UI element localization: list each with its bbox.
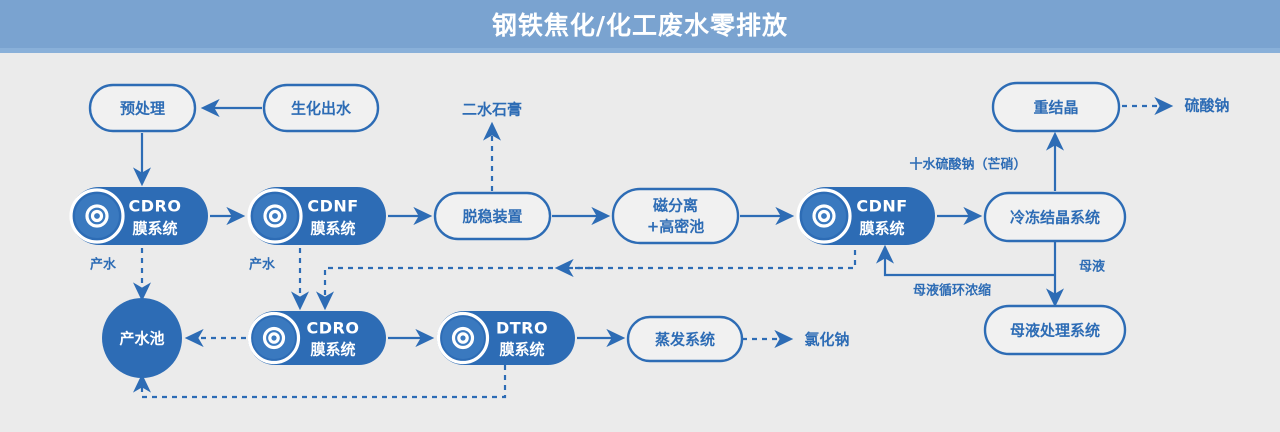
node-bio-effluent[interactable]: 生化出水 (262, 83, 380, 133)
node-mother-liquor-treatment-shape (983, 304, 1127, 356)
node-product-water-pool-shape (102, 298, 182, 378)
edge-label-product-water-1: 产水 (90, 257, 117, 273)
terminal-gypsum-label: 二水石膏 (462, 101, 522, 119)
edge-label-recirculation: 母液循环浓缩 (913, 283, 991, 299)
terminal-labels: 二水石膏 硫酸钠 氯化钠 (462, 97, 1230, 349)
node-pretreat-shape (88, 83, 197, 133)
membrane-disc-icon (247, 311, 301, 365)
node-dtro-membrane[interactable]: DTRO 膜系统 (436, 311, 575, 365)
node-product-water-pool[interactable]: 产水池 (102, 298, 182, 378)
node-pretreat[interactable]: 预处理 (88, 83, 197, 133)
flowchart-canvas: 预处理 生化出水 CDRO 膜系统 (0, 53, 1280, 432)
edges-dashed (132, 96, 1174, 399)
node-cdro-membrane-2[interactable]: CDRO 膜系统 (247, 311, 386, 365)
node-bio-effluent-shape (262, 83, 380, 133)
membrane-disc-icon (796, 188, 852, 244)
node-cdro-membrane-1-sublabel: 膜系统 (132, 220, 177, 238)
node-destabilizer[interactable]: 脱稳装置 (433, 191, 552, 241)
node-freeze-crystallization[interactable]: 冷冻结晶系统 (983, 191, 1127, 243)
node-bio-effluent-label: 生化出水 (291, 100, 352, 118)
node-recrystallization-shape (991, 81, 1121, 133)
node-cdro-membrane-2-sublabel: 膜系统 (310, 341, 355, 359)
node-recrystallization-label: 重结晶 (1033, 99, 1078, 117)
edge-dtro-to-pool (132, 365, 507, 399)
node-magnetic-separation-sublabel: +高密池 (647, 218, 705, 236)
edges-solid (132, 98, 1065, 348)
edge-labels: 产水 产水 十水硫酸钠（芒硝） 母液 母液循环浓缩 (90, 157, 1105, 299)
node-freeze-crystallization-shape (983, 191, 1127, 243)
membrane-disc-icon (69, 188, 125, 244)
terminal-sodium-sulfate-label: 硫酸钠 (1184, 97, 1229, 115)
node-cdnf-membrane-2[interactable]: CDNF 膜系统 (796, 187, 935, 245)
node-dtro-membrane-label: DTRO (496, 319, 548, 338)
node-evaporation[interactable]: 蒸发系统 (626, 315, 744, 363)
node-magnetic-separation-label: 磁分离 (653, 197, 698, 215)
node-cdnf-membrane-1-sublabel: 膜系统 (310, 220, 355, 238)
membrane-disc-icon (436, 311, 490, 365)
node-evaporation-shape (626, 315, 744, 363)
node-cdro-membrane-2-label: CDRO (307, 319, 360, 338)
node-magnetic-separation[interactable]: 磁分离 +高密池 (611, 187, 740, 245)
node-destabilizer-label: 脱稳装置 (462, 208, 522, 226)
page-header: 钢铁焦化/化工废水零排放 (0, 0, 1280, 53)
node-cdnf-membrane-2-sublabel: 膜系统 (859, 220, 904, 238)
node-freeze-crystallization-label: 冷冻结晶系统 (1010, 209, 1100, 227)
edge-recirc-to-cdnf2 (875, 244, 1055, 277)
node-cdro-membrane-1-label: CDRO (129, 197, 182, 216)
membrane-disc-icon (247, 188, 303, 244)
node-cdnf-membrane-1-label: CDNF (307, 197, 358, 216)
node-mother-liquor-treatment-label: 母液处理系统 (1010, 322, 1100, 340)
edge-label-mirabilite: 十水硫酸钠（芒硝） (909, 157, 1026, 173)
node-evaporation-label: 蒸发系统 (655, 331, 715, 349)
node-destabilizer-shape (433, 191, 552, 241)
node-magnetic-separation-shape (611, 187, 740, 245)
terminal-sodium-chloride-label: 氯化钠 (804, 331, 849, 349)
node-product-water-pool-label: 产水池 (119, 330, 164, 348)
node-recrystallization[interactable]: 重结晶 (991, 81, 1121, 133)
header-accent-band (0, 48, 1280, 53)
edge-label-mother-liquor: 母液 (1079, 259, 1105, 275)
node-cdnf-membrane-1[interactable]: CDNF 膜系统 (247, 187, 386, 245)
node-cdro-membrane-1[interactable]: CDRO 膜系统 (69, 187, 208, 245)
node-cdnf-membrane-2-label: CDNF (856, 197, 907, 216)
page-title: 钢铁焦化/化工废水零排放 (491, 11, 789, 40)
edge-cdnf2-recycle-to-cdro2 (315, 250, 857, 311)
node-dtro-membrane-sublabel: 膜系统 (499, 341, 544, 359)
edge-label-product-water-2: 产水 (249, 257, 276, 273)
node-mother-liquor-treatment[interactable]: 母液处理系统 (983, 304, 1127, 356)
node-pretreat-label: 预处理 (120, 100, 165, 118)
